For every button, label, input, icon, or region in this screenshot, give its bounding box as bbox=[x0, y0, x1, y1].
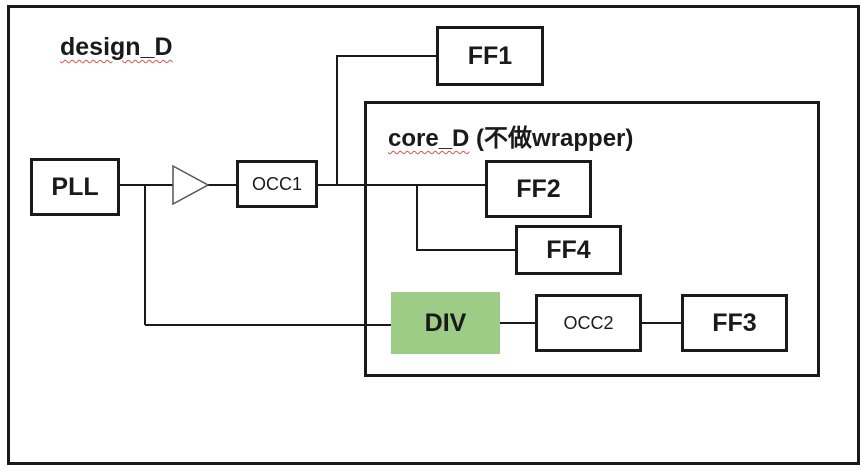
design-d-frame bbox=[7, 5, 860, 465]
occ1-block: OCC1 bbox=[236, 160, 318, 208]
div-label: DIV bbox=[424, 308, 467, 337]
ff2-label: FF2 bbox=[516, 174, 561, 203]
buffer-icon bbox=[172, 164, 210, 206]
design-d-title-text: design_D bbox=[60, 33, 173, 61]
occ2-label: OCC2 bbox=[563, 312, 614, 333]
occ2-block: OCC2 bbox=[535, 294, 642, 352]
design-d-title: design_D bbox=[60, 33, 173, 62]
pll-label: PLL bbox=[51, 172, 99, 201]
core-d-title-prefix: core_D bbox=[388, 125, 470, 152]
pll-block: PLL bbox=[30, 158, 120, 216]
core-d-frame bbox=[364, 101, 820, 377]
ff3-block: FF3 bbox=[681, 294, 788, 352]
ff2-block: FF2 bbox=[485, 160, 592, 218]
wire-occ1-to-ff1 bbox=[336, 55, 436, 185]
ff4-block: FF4 bbox=[515, 225, 622, 275]
div-block: DIV bbox=[391, 292, 500, 354]
ff1-block: FF1 bbox=[436, 26, 544, 86]
core-d-title: core_D (不做wrapper) bbox=[388, 118, 633, 153]
ff1-label: FF1 bbox=[467, 41, 513, 70]
ff4-label: FF4 bbox=[546, 235, 591, 264]
wire-occ1-to-ff4 bbox=[416, 185, 515, 251]
core-d-title-suffix: (不做wrapper) bbox=[469, 125, 634, 152]
ff3-label: FF3 bbox=[712, 308, 757, 337]
occ1-label: OCC1 bbox=[251, 173, 302, 194]
